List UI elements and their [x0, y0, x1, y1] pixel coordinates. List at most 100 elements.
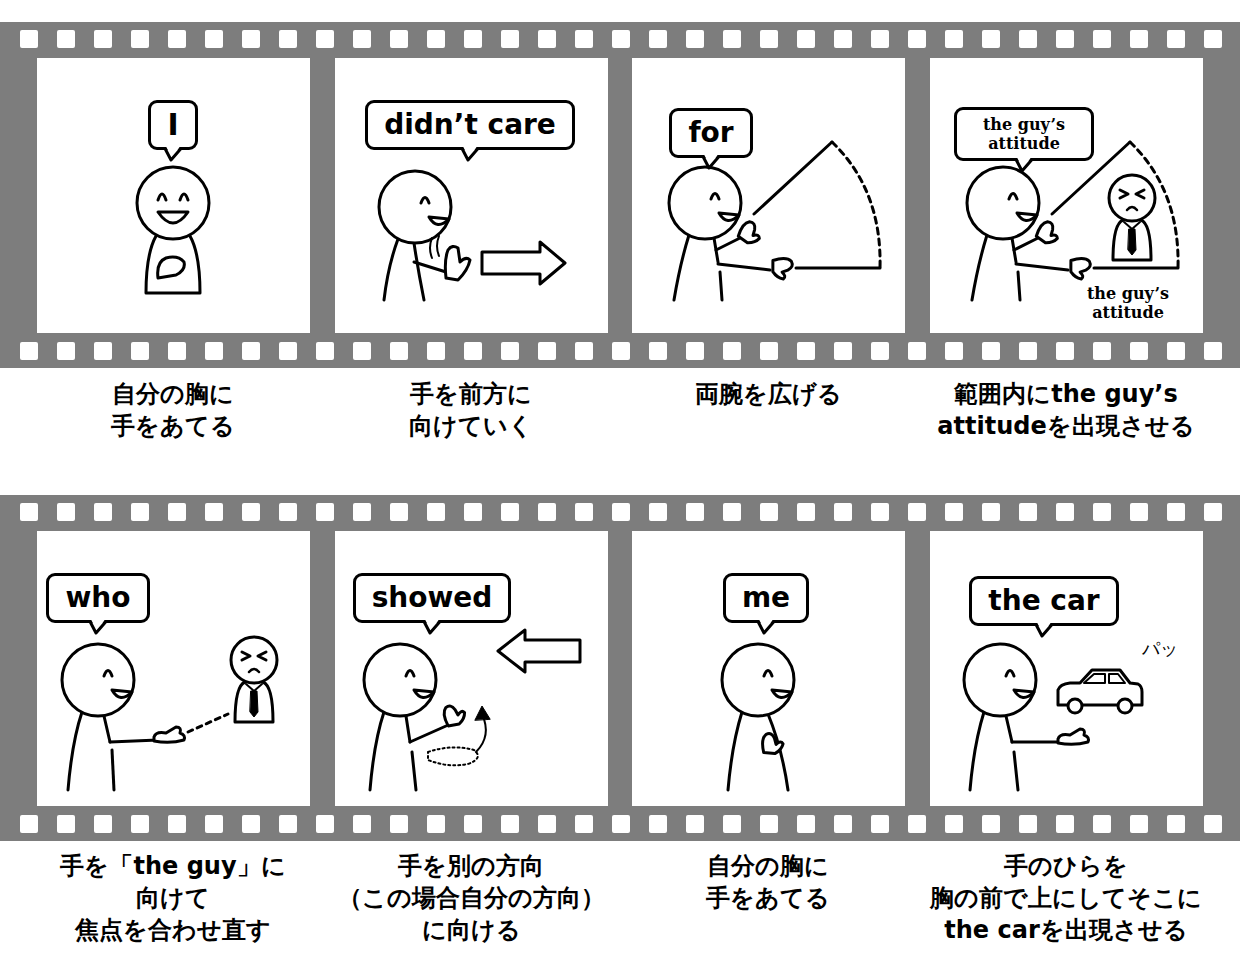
sprocket-hole	[316, 815, 334, 833]
sprocket-hole	[760, 503, 778, 521]
sprocket-hole	[464, 503, 482, 521]
sprocket-hole	[353, 30, 371, 48]
head	[137, 167, 209, 239]
ghost-hand	[428, 747, 478, 765]
sprocket-hole	[1204, 503, 1222, 521]
torso-line	[406, 716, 410, 742]
film-frame	[37, 531, 310, 806]
eye	[764, 671, 772, 677]
sprocket-hole	[649, 815, 667, 833]
sprocket-hole	[131, 815, 149, 833]
sprocket-hole	[575, 30, 593, 48]
angry-mouth	[249, 669, 259, 672]
right-arrow	[482, 242, 565, 284]
sprocket-hole	[1056, 30, 1074, 48]
torso-line	[1006, 716, 1012, 742]
eye	[104, 671, 112, 677]
sprocket-hole	[316, 30, 334, 48]
bubble-tail	[461, 147, 479, 163]
sound-effect: パッ	[1130, 638, 1190, 660]
sprocket-hole	[94, 815, 112, 833]
hand	[762, 732, 784, 754]
bubble-tail	[423, 620, 441, 636]
sprocket-hole	[501, 503, 519, 521]
sprocket-hole	[20, 503, 38, 521]
eye	[180, 194, 188, 200]
speech-bubble: me	[723, 573, 809, 623]
sprocket-hole	[390, 815, 408, 833]
hand	[441, 702, 467, 728]
sprocket-hole	[1204, 342, 1222, 360]
sprocket-hole	[316, 503, 334, 521]
bubble-text: the guy’s attitude	[969, 115, 1079, 153]
sprocket-hole	[242, 30, 260, 48]
sprocket-hole	[908, 342, 926, 360]
speech-bubble: didn’t care	[365, 100, 575, 150]
necktie	[1128, 229, 1136, 255]
caption: 手のひらを 胸の前で上にしてそこに the carを出現させる	[916, 850, 1216, 946]
sprocket-hole	[612, 30, 630, 48]
speech-bubble: I	[148, 100, 197, 150]
arm	[1014, 238, 1038, 250]
eye	[406, 671, 414, 677]
bubble-tail	[1015, 158, 1033, 174]
sprocket-hole	[908, 815, 926, 833]
hand	[1035, 219, 1062, 246]
film-band	[0, 495, 1240, 841]
sprocket-hole	[205, 342, 223, 360]
hand	[771, 257, 795, 281]
sprocket-hole	[982, 342, 1000, 360]
torso-line	[68, 712, 82, 790]
sprocket-hole	[20, 815, 38, 833]
arm	[410, 726, 446, 742]
sprocket-hole	[834, 30, 852, 48]
eye	[711, 194, 719, 200]
guy-head	[1109, 175, 1155, 221]
head	[62, 644, 134, 716]
film-frame	[335, 531, 608, 806]
caption: 手を「the guy」に 向けて 焦点を合わせ直す	[43, 850, 303, 946]
sprocket-hole	[464, 342, 482, 360]
range-label: the guy’s attitude	[1068, 284, 1188, 322]
torso	[146, 236, 200, 293]
sprocket-hole	[94, 342, 112, 360]
mouth	[772, 690, 792, 698]
head	[967, 167, 1039, 239]
torso-line	[104, 716, 110, 742]
sprocket-hole	[575, 503, 593, 521]
sprocket-hole	[353, 815, 371, 833]
sprocket-hole	[612, 815, 630, 833]
mouth	[1014, 690, 1034, 698]
sprocket-hole	[501, 30, 519, 48]
sprocket-hole	[390, 503, 408, 521]
torso-line	[112, 750, 114, 790]
sprocket-hole	[427, 815, 445, 833]
torso-line	[1018, 272, 1020, 300]
sprocket-hole	[612, 342, 630, 360]
film-frame	[37, 58, 310, 333]
sprocket-hole	[1204, 30, 1222, 48]
sprocket-hole	[168, 815, 186, 833]
motion-line	[430, 238, 432, 258]
bubble-text: who	[65, 578, 130, 618]
sprocket-hole	[1130, 503, 1148, 521]
sprocket-hole	[797, 342, 815, 360]
hand	[158, 257, 185, 278]
angry-eye	[242, 652, 250, 660]
sprocket-hole	[1167, 30, 1185, 48]
bubble-text: me	[742, 578, 790, 618]
sprocket-hole	[353, 503, 371, 521]
arm	[1016, 264, 1068, 270]
sprocket-hole	[1056, 503, 1074, 521]
torso-line	[414, 243, 424, 300]
sprocket-hole	[575, 815, 593, 833]
sprocket-hole	[131, 30, 149, 48]
bubble-tail	[89, 620, 107, 636]
sprocket-hole	[834, 503, 852, 521]
sprocket-hole	[797, 30, 815, 48]
sprocket-hole	[945, 30, 963, 48]
sprocket-hole	[945, 342, 963, 360]
sprocket-hole	[908, 30, 926, 48]
sprocket-hole	[982, 503, 1000, 521]
torso-line	[370, 712, 384, 790]
